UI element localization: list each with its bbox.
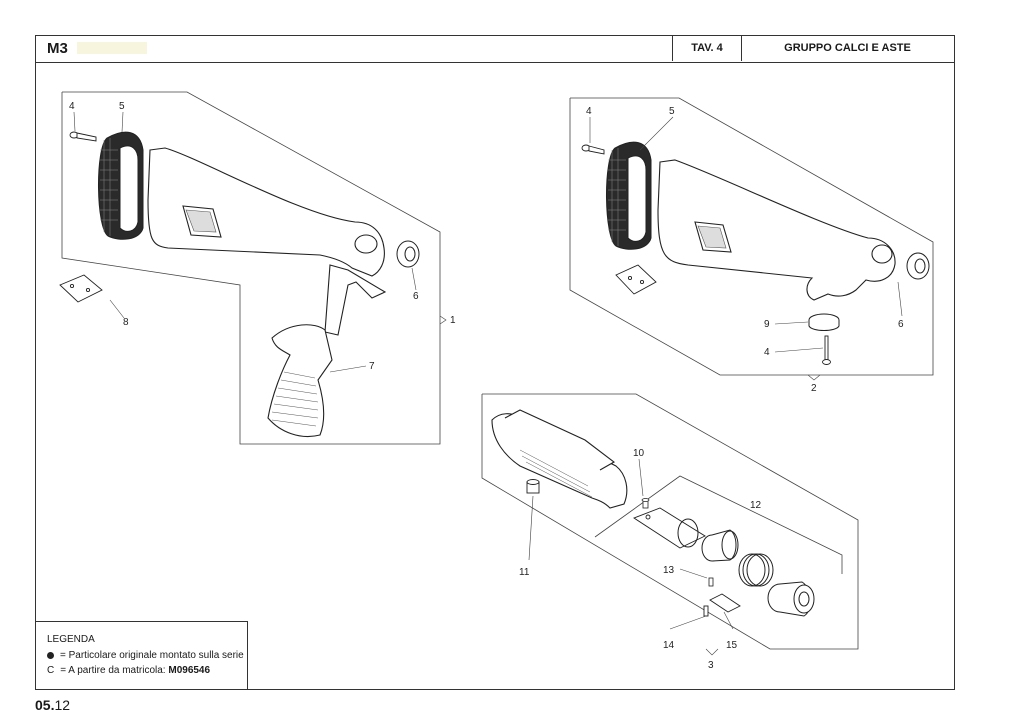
pistol-stock-body bbox=[147, 147, 387, 336]
swivel-screw bbox=[822, 335, 831, 365]
bullet-icon bbox=[47, 651, 54, 659]
brand-logo bbox=[77, 42, 147, 54]
legend-original-text: = Particolare originale montato sulla se… bbox=[60, 650, 244, 661]
callout-5a: 5 bbox=[119, 101, 125, 112]
spacer-ring-1 bbox=[396, 240, 420, 268]
legend-c-text: = A partire da matricola: bbox=[60, 665, 166, 676]
callout-12: 12 bbox=[750, 500, 762, 511]
screw-2 bbox=[581, 144, 605, 155]
pin bbox=[708, 577, 714, 587]
group-2-frame bbox=[569, 97, 934, 376]
butt-pad-2 bbox=[606, 141, 652, 250]
callout-10: 10 bbox=[633, 448, 645, 459]
page-frame bbox=[35, 35, 955, 690]
tube-nut bbox=[701, 529, 739, 562]
callout-9: 9 bbox=[764, 319, 770, 330]
callout-11: 11 bbox=[519, 567, 530, 578]
callout-4a: 4 bbox=[69, 101, 75, 112]
callout-6a: 6 bbox=[413, 291, 419, 302]
table-title: GRUPPO CALCI E ASTE bbox=[741, 35, 953, 61]
model-name: M3 bbox=[47, 40, 68, 57]
legend-row-original: = Particolare originale montato sulla se… bbox=[47, 650, 247, 661]
callout-3: 3 bbox=[708, 660, 714, 671]
front-cap bbox=[767, 581, 815, 617]
screw-1 bbox=[69, 131, 97, 142]
slide-bar bbox=[633, 507, 706, 549]
callout-15: 15 bbox=[726, 640, 738, 651]
spring-ring bbox=[738, 553, 774, 587]
table-number: TAV. 4 bbox=[672, 35, 741, 61]
sling-plate-1 bbox=[59, 274, 103, 303]
legend-row-serial: C = A partire da matricola: M096546 bbox=[47, 665, 247, 676]
callout-8: 8 bbox=[123, 317, 129, 328]
callout-7: 7 bbox=[369, 361, 375, 372]
pistol-grip bbox=[267, 324, 333, 437]
forend bbox=[491, 409, 628, 509]
callout-4c: 4 bbox=[764, 347, 770, 358]
page-section: 05. bbox=[35, 697, 55, 713]
sling-plate-2 bbox=[615, 264, 657, 295]
lever bbox=[703, 593, 741, 617]
callout-13: 13 bbox=[663, 565, 675, 576]
retainer-clip bbox=[677, 518, 699, 548]
callout-14: 14 bbox=[663, 640, 675, 651]
callout-2: 2 bbox=[811, 383, 817, 394]
callout-5b: 5 bbox=[669, 106, 675, 117]
small-screw bbox=[641, 498, 650, 509]
legend-serial-value: M096546 bbox=[168, 665, 211, 676]
legend-box: LEGENDA = Particolare originale montato … bbox=[35, 621, 248, 690]
callout-1: 1 bbox=[450, 315, 456, 326]
butt-pad-1 bbox=[98, 131, 144, 240]
legend-c-key: C bbox=[47, 665, 55, 676]
spacer-ring-2 bbox=[906, 252, 930, 280]
group-1-frame bbox=[61, 91, 441, 445]
callout-6b: 6 bbox=[898, 319, 904, 330]
callout-4b: 4 bbox=[586, 106, 592, 117]
page-number-value: 12 bbox=[54, 697, 71, 713]
plug bbox=[526, 479, 540, 494]
swivel-base bbox=[808, 313, 840, 331]
full-stock-body bbox=[657, 159, 896, 301]
header-bar: M3 TAV. 4 GRUPPO CALCI E ASTE bbox=[35, 35, 955, 63]
legend-title: LEGENDA bbox=[47, 634, 95, 645]
page-number: 05.12 bbox=[35, 697, 70, 713]
group-3-frame bbox=[481, 393, 859, 650]
